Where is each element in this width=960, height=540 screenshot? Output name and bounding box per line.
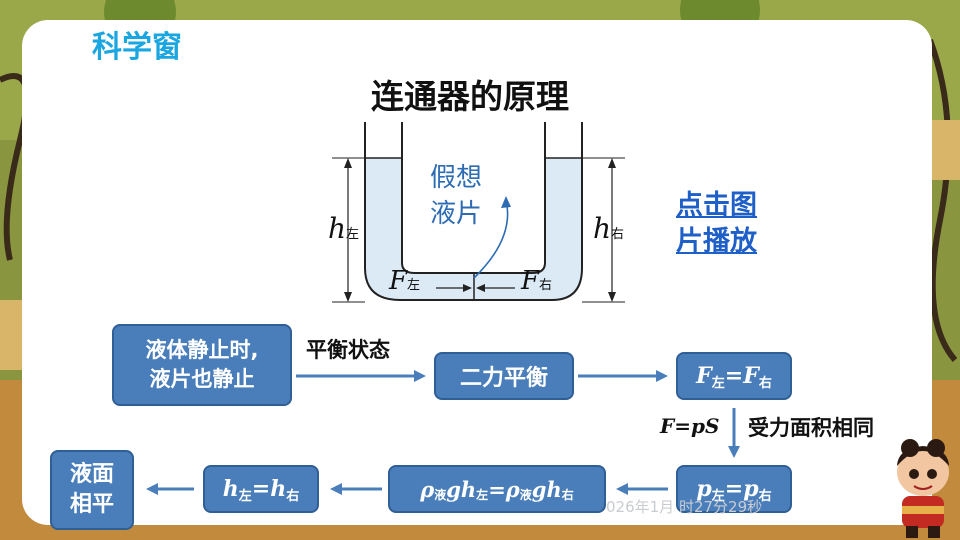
- play-image-link[interactable]: 点击图 片播放: [676, 190, 757, 257]
- liquid-fill: [365, 158, 582, 300]
- force-formula-label: F=pS: [660, 414, 720, 438]
- timestamp-watermark: 026年1月 时27分29秒: [606, 498, 763, 516]
- u-tube-diagram[interactable]: [320, 118, 640, 314]
- same-area-label: 受力面积相同: [748, 416, 874, 440]
- page-title: 连通器的原理: [371, 77, 569, 116]
- tube-outer-wall: [364, 122, 583, 301]
- f-left-label: F左: [389, 266, 421, 296]
- balanced-forces-box: 二力平衡: [434, 352, 574, 400]
- level-surface-box: 液面 相平: [50, 450, 134, 530]
- h-left-label: h左: [328, 212, 360, 245]
- h-right-label: h右: [593, 212, 625, 245]
- section-header: 科学窗: [92, 30, 182, 65]
- liquid-static-box: 液体静止时, 液片也静止: [112, 324, 292, 406]
- imagined-sheet-label: 假想 液片: [430, 163, 483, 229]
- cartoon-character: [897, 439, 949, 538]
- equilibrium-state-label: 平衡状态: [306, 338, 390, 362]
- f-right-label: F右: [521, 266, 553, 296]
